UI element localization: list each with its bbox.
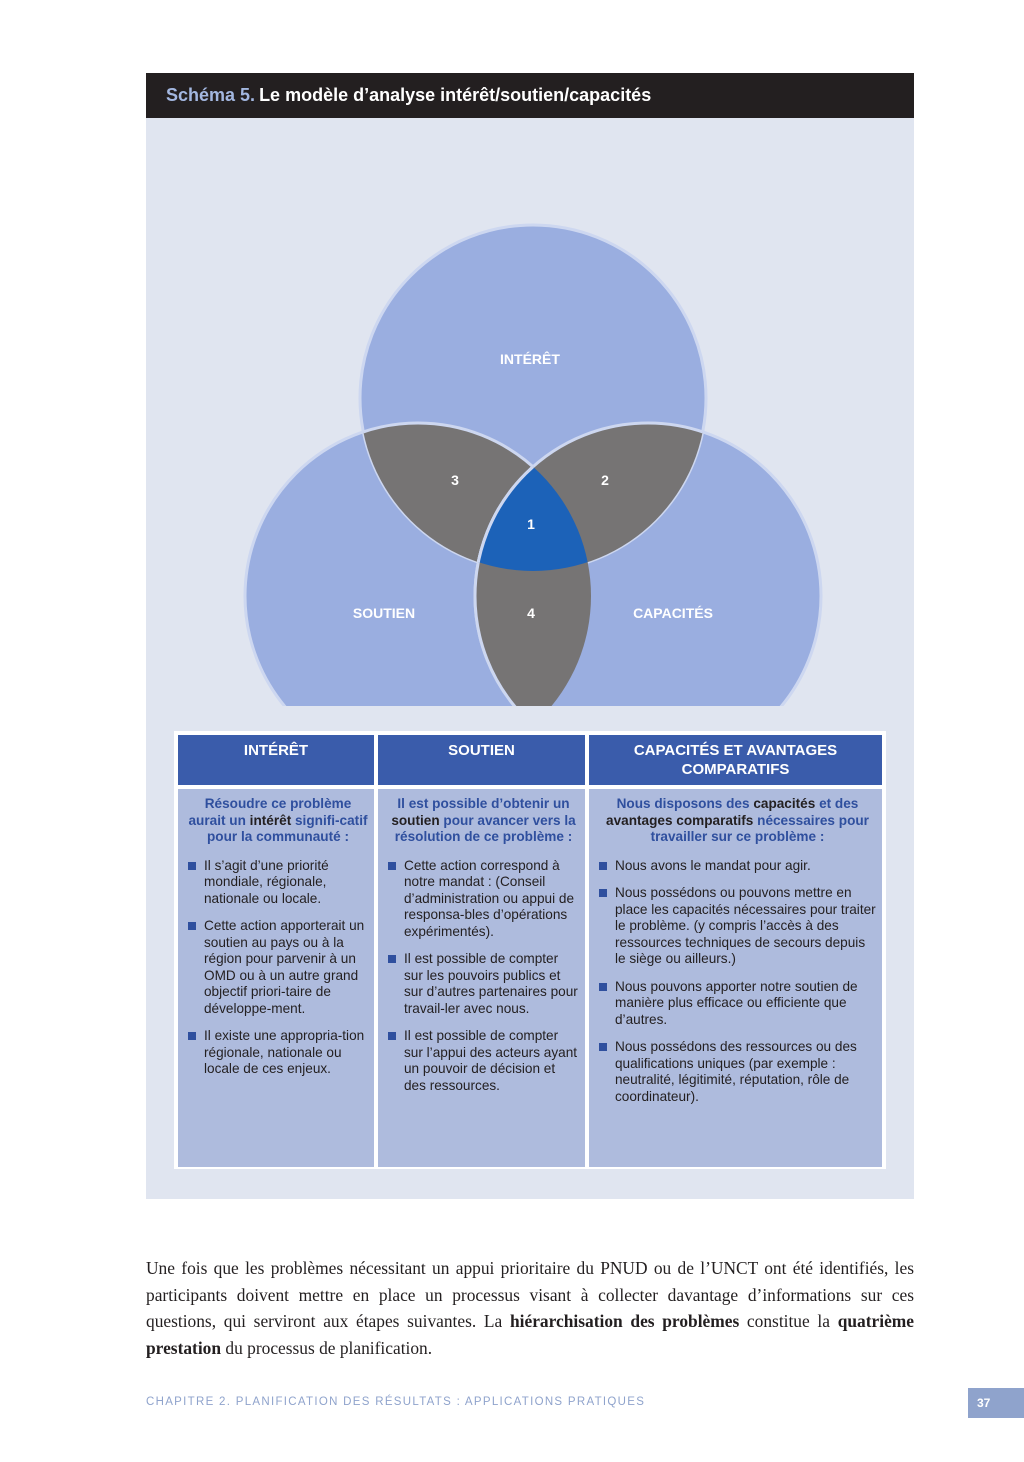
column-body-soutien: Il est possible d’obtenir un soutien pou… bbox=[378, 789, 585, 1167]
region-label-3: 3 bbox=[451, 472, 459, 488]
list-item: Cette action correspond à notre mandat :… bbox=[388, 858, 579, 941]
bullet-square-icon bbox=[599, 861, 607, 870]
label-soutien: SOUTIEN bbox=[353, 605, 415, 621]
bullet-square-icon bbox=[188, 922, 196, 930]
region-label-4: 4 bbox=[527, 605, 535, 621]
list-item: Nous possédons ou pouvons mettre en plac… bbox=[599, 885, 876, 968]
column-intro: Il est possible d’obtenir un soutien pou… bbox=[391, 796, 576, 844]
column-header-interet: INTÉRÊT bbox=[178, 735, 374, 785]
figure-title-bar: Schéma 5.Le modèle d’analyse intérêt/sou… bbox=[146, 73, 914, 118]
criteria-table: INTÉRÊT Résoudre ce problème aurait un i… bbox=[174, 731, 886, 1169]
figure-schema-5: Schéma 5.Le modèle d’analyse intérêt/sou… bbox=[146, 73, 914, 1199]
list-item: Nous possédons des ressources ou des qua… bbox=[599, 1039, 876, 1105]
label-capacites: CAPACITÉS bbox=[633, 605, 713, 621]
chapter-footer: CHAPITRE 2. PLANIFICATION DES RÉSULTATS … bbox=[146, 1396, 646, 1408]
page-number: 37 bbox=[968, 1388, 1024, 1418]
venn-diagram: INTÉRÊT SOUTIEN CAPACITÉS 3 2 1 4 bbox=[243, 223, 823, 706]
overlap-center bbox=[473, 423, 591, 571]
bullet-square-icon bbox=[599, 982, 607, 991]
bullet-square-icon bbox=[388, 955, 396, 963]
region-label-1: 1 bbox=[527, 516, 535, 532]
column-header-soutien: SOUTIEN bbox=[378, 735, 585, 785]
column-intro: Nous disposons des capacités et des avan… bbox=[606, 796, 869, 844]
bullet-square-icon bbox=[599, 889, 607, 897]
figure-title: Le modèle d’analyse intérêt/soutien/capa… bbox=[259, 85, 652, 105]
column-body-capacites: Nous disposons des capacités et des avan… bbox=[589, 789, 882, 1167]
region-label-2: 2 bbox=[601, 472, 609, 488]
bullet-square-icon bbox=[599, 1043, 607, 1051]
list-item: Nous avons le mandat pour agir. bbox=[599, 858, 876, 875]
list-item: Cette action apporterait un soutien au p… bbox=[188, 918, 368, 1017]
column-body-interet: Résoudre ce problème aurait un intérêt s… bbox=[178, 789, 374, 1167]
bullet-square-icon bbox=[188, 1032, 196, 1040]
label-interet: INTÉRÊT bbox=[500, 350, 560, 367]
list-item: Il est possible de compter sur les pouvo… bbox=[388, 951, 579, 1017]
list-item: Il est possible de compter sur l’appui d… bbox=[388, 1028, 579, 1094]
list-item: Il s’agit d’une priorité mondiale, régio… bbox=[188, 858, 368, 908]
figure-label: Schéma 5. bbox=[166, 85, 256, 105]
column-intro: Résoudre ce problème aurait un intérêt s… bbox=[188, 796, 368, 844]
bullet-square-icon bbox=[388, 861, 396, 870]
column-header-capacites: CAPACITÉS ET AVANTAGES COMPARATIFS bbox=[589, 735, 882, 785]
bullet-square-icon bbox=[188, 861, 196, 870]
list-item: Il existe une appropria-tion régionale, … bbox=[188, 1028, 368, 1078]
bullet-square-icon bbox=[388, 1032, 396, 1040]
list-item: Nous pouvons apporter notre soutien de m… bbox=[599, 979, 876, 1029]
body-paragraph: Une fois que les problèmes nécessitant u… bbox=[146, 1258, 914, 1358]
